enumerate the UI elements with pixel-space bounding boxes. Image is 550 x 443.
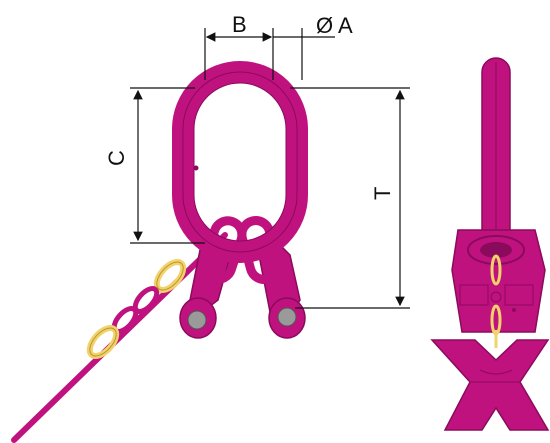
chain: [11, 232, 228, 443]
dimension-label-c: C: [104, 150, 129, 166]
diameter-symbol: Ø: [316, 13, 333, 38]
dimension-label-b: B: [232, 12, 247, 37]
side-master-link: [481, 57, 511, 259]
right-connector: [257, 239, 306, 339]
chain-link-gold-lower: [86, 325, 120, 359]
right-view: [430, 57, 550, 431]
dimension-label-a: A: [338, 13, 353, 38]
dimension-lines: [130, 28, 410, 309]
right-pin: [277, 307, 297, 327]
master-link: [172, 61, 308, 263]
chain-link-gold-upper: [153, 259, 187, 293]
dimension-label-t: T: [370, 187, 395, 200]
side-gold-links: [490, 254, 502, 348]
side-base-plate: [430, 339, 550, 431]
left-pin: [187, 310, 207, 330]
left-view: B Ø A C T: [11, 12, 410, 443]
